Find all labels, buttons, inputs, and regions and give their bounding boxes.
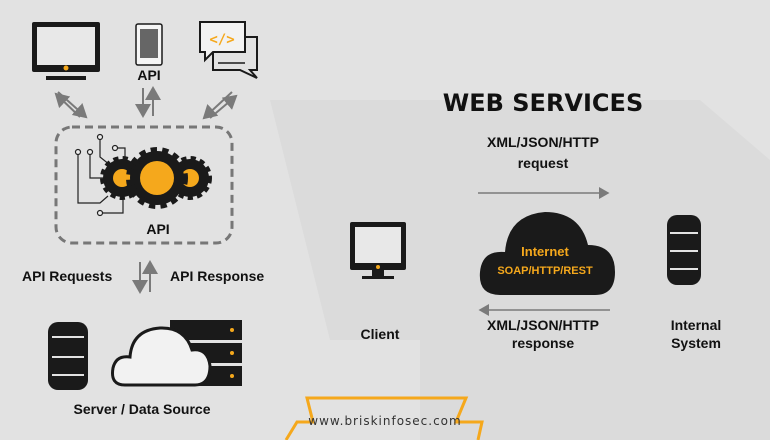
phone-api-label: API: [137, 67, 160, 83]
web-services-title: WEB SERVICES: [443, 89, 643, 117]
internet-label: Internet: [521, 244, 569, 259]
gear-api-label: API: [146, 221, 169, 237]
monitor-icon: [32, 22, 100, 80]
response-label: response: [512, 335, 574, 351]
arrows-top: [54, 86, 238, 120]
website-url: www.briskinfosec.com: [308, 414, 461, 428]
svg-text:</>: </>: [209, 32, 234, 48]
phone-icon: [135, 23, 163, 66]
client-label: Client: [361, 326, 400, 342]
database-icon: [48, 322, 88, 390]
response-protocol-label: XML/JSON/HTTP: [487, 317, 599, 333]
gears-icon: [100, 147, 212, 209]
api-requests-label: API Requests: [22, 268, 112, 284]
request-protocol-label: XML/JSON/HTTP: [487, 134, 599, 150]
internal-label: Internal: [671, 317, 722, 333]
internal-database-icon: [667, 215, 701, 285]
client-monitor-icon: [350, 222, 406, 279]
request-label: request: [518, 155, 569, 171]
soap-http-rest-label: SOAP/HTTP/REST: [497, 265, 593, 277]
system-label: System: [671, 335, 721, 351]
server-data-source-label: Server / Data Source: [74, 401, 211, 417]
footer-banner: [284, 396, 484, 440]
api-dashed-box: [54, 125, 234, 245]
code-chat-icon: </>: [199, 21, 258, 79]
api-response-label: API Response: [170, 268, 264, 284]
internet-cloud: [479, 212, 615, 295]
cloud-server-icon: [111, 320, 242, 387]
arrows-middle: [132, 260, 158, 294]
